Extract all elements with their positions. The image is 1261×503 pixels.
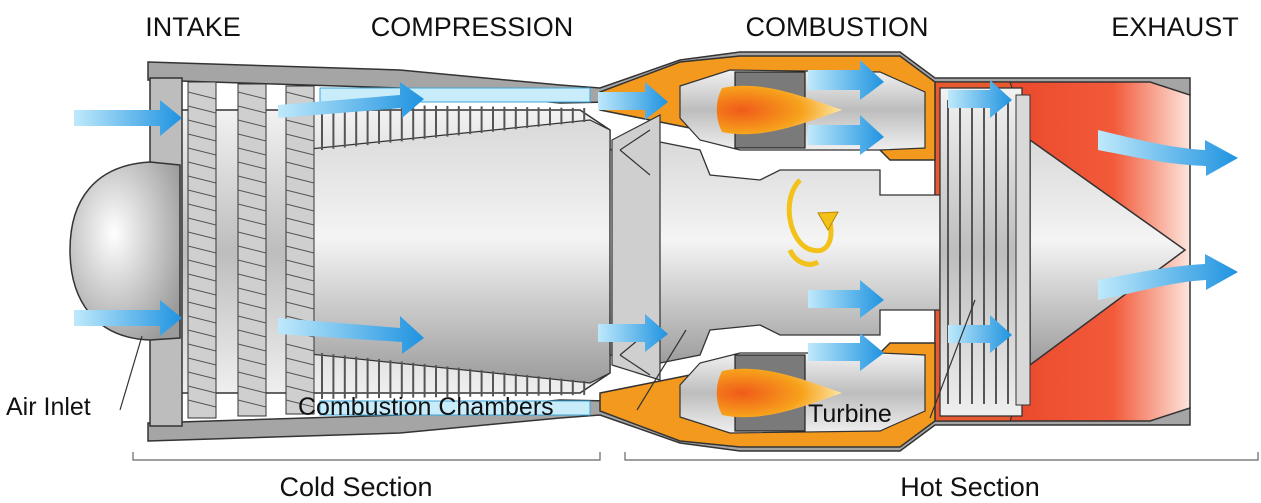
part-label-combustion-chambers: Combustion Chambers <box>298 393 554 421</box>
section-label-cold: Cold Section <box>279 472 432 502</box>
stage-label-combustion: COMBUSTION <box>745 12 928 42</box>
part-label-air-inlet: Air Inlet <box>6 393 91 421</box>
turbine <box>940 88 1030 416</box>
stage-label-intake: INTAKE <box>145 12 241 42</box>
compressor-section <box>150 78 610 426</box>
bracket-hot-section <box>625 452 1258 460</box>
stage-label-exhaust: EXHAUST <box>1111 12 1239 42</box>
stage-label-compression: COMPRESSION <box>371 12 574 42</box>
bracket-cold-section <box>133 452 600 460</box>
section-label-hot: Hot Section <box>900 472 1040 502</box>
airflow-arrow-intake-top <box>74 100 182 136</box>
part-label-turbine: Turbine <box>808 400 892 428</box>
leader-air-inlet <box>120 336 142 410</box>
